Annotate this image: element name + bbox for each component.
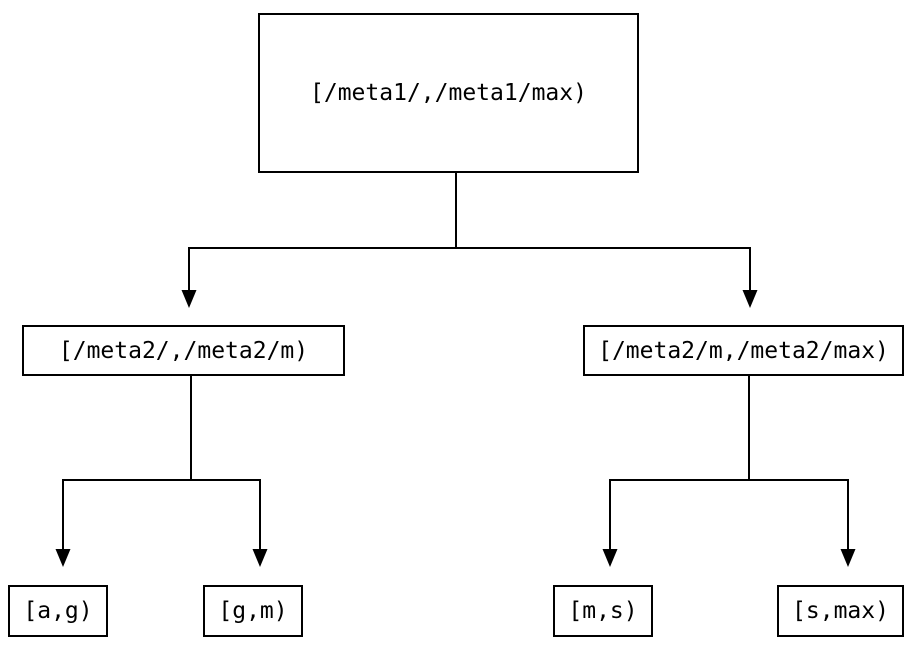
- node-meta2-upper-range: [/meta2/m,/meta2/max): [583, 325, 904, 376]
- node-meta2-lower-range: [/meta2/,/meta2/m): [22, 325, 345, 376]
- node-root-meta1-range: [/meta1/,/meta1/max): [258, 13, 639, 173]
- node-label: [/meta2/,/meta2/m): [58, 337, 309, 364]
- node-leaf-m-s: [m,s): [553, 585, 653, 637]
- arrow-down-icon: [742, 290, 758, 308]
- node-leaf-a-g: [a,g): [8, 585, 108, 637]
- node-label: [/meta1/,/meta1/max): [310, 80, 587, 106]
- node-label: [/meta2/m,/meta2/max): [598, 337, 889, 364]
- arrow-down-icon: [55, 549, 71, 567]
- node-leaf-s-max: [s,max): [777, 585, 904, 637]
- node-leaf-g-m: [g,m): [203, 585, 303, 637]
- arrow-down-icon: [840, 549, 856, 567]
- node-label: [a,g): [23, 598, 93, 624]
- arrow-down-icon: [602, 549, 618, 567]
- arrow-down-icon: [252, 549, 268, 567]
- node-label: [s,max): [792, 598, 889, 624]
- arrow-down-icon: [181, 290, 197, 308]
- node-label: [g,m): [218, 598, 288, 624]
- node-label: [m,s): [568, 598, 638, 624]
